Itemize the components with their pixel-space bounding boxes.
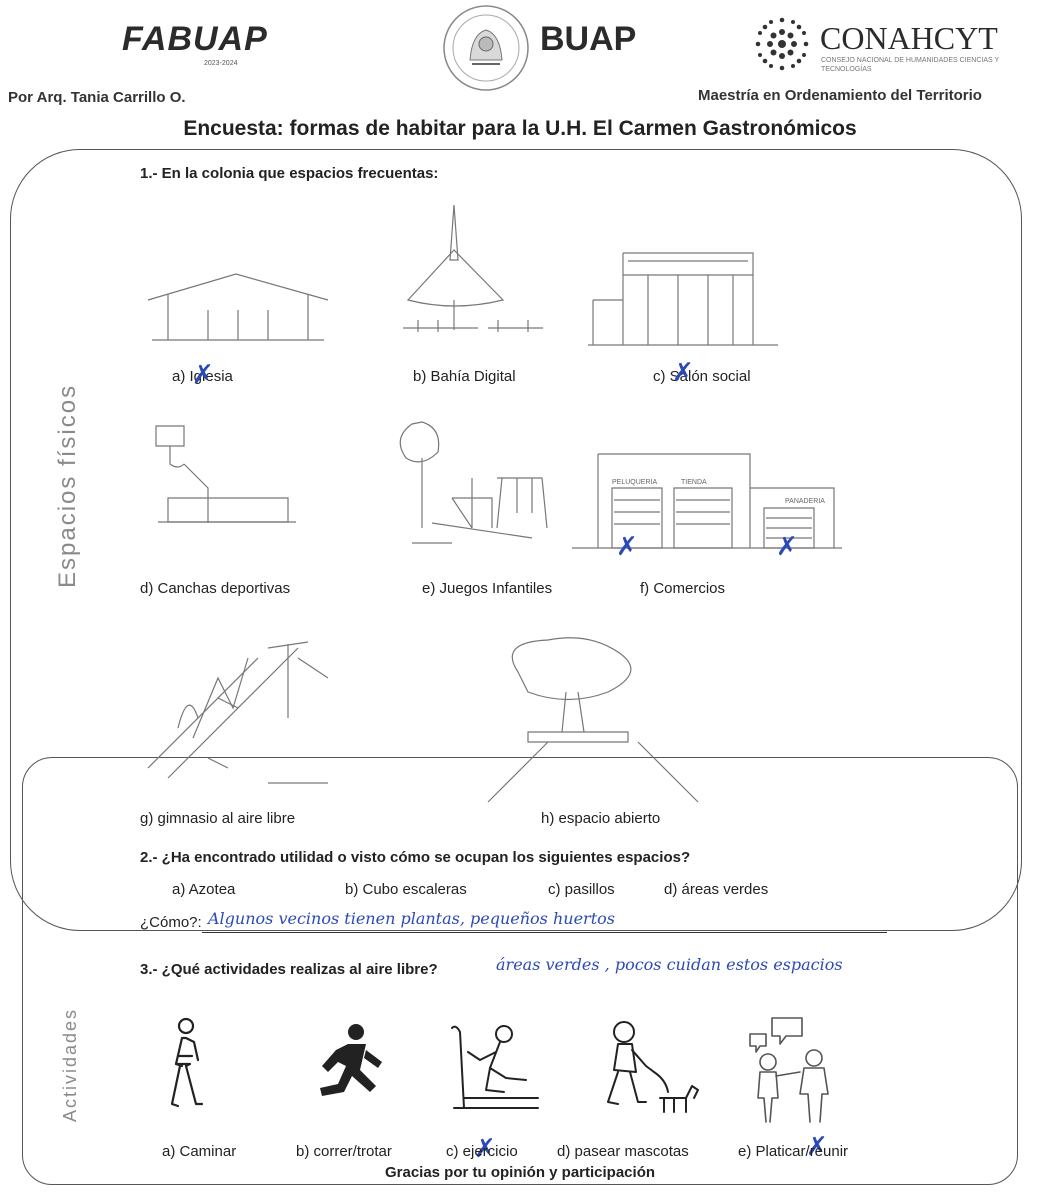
- how-label: ¿Cómo?:: [140, 914, 202, 931]
- shop-sign-tienda: TIENDA: [681, 479, 707, 486]
- sports-court-sketch-icon: [155, 425, 296, 523]
- running-person-icon: [320, 1024, 382, 1096]
- shop-sign-panaderia: PANADERIA: [785, 498, 825, 505]
- question-1: 1.- En la colonia que espacios frecuenta…: [140, 165, 439, 182]
- buap-seal-icon: [443, 5, 529, 91]
- option-3b-correr[interactable]: b) correr/trotar: [296, 1143, 392, 1160]
- option-e-juegos[interactable]: e) Juegos Infantiles: [422, 580, 553, 597]
- social-hall-sketch-icon: [588, 252, 778, 346]
- conahcyt-logo-icon: [755, 17, 809, 71]
- option-2d-areas-verdes[interactable]: d) áreas verdes: [664, 881, 769, 898]
- dog-walking-icon: [607, 1021, 699, 1113]
- check-mark-comercios-2: ✗: [776, 532, 798, 562]
- shops-sketch-icon: [572, 453, 842, 549]
- side-label-physical-spaces: Espacios físicos: [54, 383, 81, 588]
- section-activities-frame: [22, 757, 1018, 1185]
- church-sketch-icon: [147, 273, 329, 341]
- people-chatting-icon: [749, 1017, 829, 1123]
- check-mark-comercios-1: ✗: [616, 532, 638, 562]
- option-2b-cubo-escaleras[interactable]: b) Cubo escaleras: [345, 881, 467, 898]
- option-b-bahia-digital[interactable]: b) Bahía Digital: [413, 368, 516, 385]
- check-mark-iglesia: ✗: [192, 360, 214, 390]
- side-label-activities: Actividades: [60, 1007, 80, 1122]
- option-3c-ejercicio[interactable]: c) ejercicio: [446, 1143, 518, 1160]
- option-a-iglesia[interactable]: a) Iglesia: [172, 368, 233, 385]
- author-line: Por Arq. Tania Carrillo O.: [8, 89, 186, 106]
- question-3: 3.- ¿Qué actividades realizas al aire li…: [140, 961, 438, 978]
- activities-answer-handwritten: áreas verdes , pocos cuidan estos espaci…: [496, 955, 843, 974]
- fabuap-logo: FABUAP 2023-2024: [122, 20, 268, 67]
- question-2: 2.- ¿Ha encontrado utilidad o visto cómo…: [140, 849, 691, 866]
- option-g-gimnasio[interactable]: g) gimnasio al aire libre: [140, 810, 296, 827]
- walking-person-icon: [170, 1017, 204, 1108]
- survey-title: Encuesta: formas de habitar para la U.H.…: [183, 117, 857, 140]
- shop-sign-peluqueria: PELUQUERIA: [612, 479, 658, 486]
- check-mark-platicar: ✗: [806, 1132, 828, 1162]
- conahcyt-subtitle: CONSEJO NACIONAL DE HUMANIDADES CIENCIAS…: [821, 57, 1000, 73]
- how-answer-line[interactable]: [202, 932, 887, 933]
- check-mark-ejercicio: ✗: [474, 1134, 496, 1164]
- option-f-comercios[interactable]: f) Comercios: [640, 580, 726, 597]
- option-c-salon-social[interactable]: c) Salón social: [653, 368, 751, 385]
- program-line: Maestría en Ordenamiento del Territorio: [698, 87, 982, 104]
- section-physical-spaces-frame: [10, 149, 1022, 931]
- digital-bay-sketch-icon: [403, 204, 543, 332]
- option-3e-platicar[interactable]: e) Platicar/reunir: [738, 1143, 849, 1160]
- fabuap-logo-year: 2023-2024: [204, 60, 238, 67]
- conahcyt-logo: CONAHCYT: [820, 20, 998, 56]
- open-space-sketch-icon: [487, 637, 699, 803]
- playground-sketch-icon: [399, 421, 548, 544]
- option-h-espacio-abierto[interactable]: h) espacio abierto: [541, 810, 661, 827]
- check-mark-salon-social: ✗: [672, 358, 694, 388]
- option-3a-caminar[interactable]: a) Caminar: [162, 1143, 237, 1160]
- option-2a-azotea[interactable]: a) Azotea: [172, 881, 236, 898]
- how-answer-handwritten: Algunos vecinos tienen plantas, pequeños…: [208, 909, 615, 928]
- buap-logo: BUAP: [540, 20, 637, 58]
- option-d-canchas[interactable]: d) Canchas deportivas: [140, 580, 291, 597]
- footer-thanks: Gracias por tu opinión y participación: [384, 1164, 656, 1181]
- option-2c-pasillos[interactable]: c) pasillos: [548, 881, 615, 898]
- option-3d-pasear-mascotas[interactable]: d) pasear mascotas: [557, 1143, 689, 1160]
- treadmill-exercise-icon: [451, 1025, 539, 1109]
- outdoor-gym-sketch-icon: [147, 641, 329, 784]
